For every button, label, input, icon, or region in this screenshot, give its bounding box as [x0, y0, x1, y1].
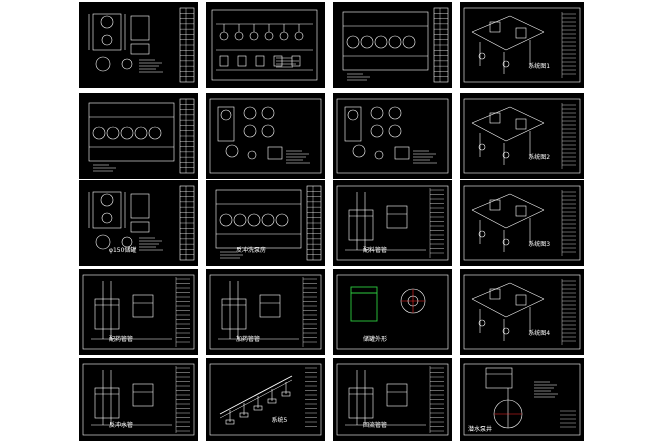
- sheet-drawing: [463, 185, 581, 261]
- sheet-caption: 系统5: [271, 416, 288, 424]
- sheet-caption: φ150储罐: [109, 247, 137, 254]
- drawing-sheet-r2c2[interactable]: [206, 93, 325, 179]
- drawing-sheet-r3c2[interactable]: 反冲洗泵房: [206, 180, 325, 266]
- sheet-caption: 储罐外形: [363, 336, 388, 343]
- sheet-caption: 系统图4: [528, 329, 551, 337]
- drawing-sheet-r2c4[interactable]: 系统图2: [460, 93, 584, 179]
- sheet-drawing: [336, 98, 449, 174]
- drawing-sheet-r2c1[interactable]: [79, 93, 198, 179]
- sheet-caption: 回流管管: [363, 422, 388, 429]
- sheet-caption: 反冲洗泵房: [236, 247, 267, 254]
- sheet-caption: 系统图1: [528, 62, 551, 70]
- sheet-drawing: [88, 98, 195, 174]
- sheet-drawing: [88, 7, 195, 83]
- sheet-drawing: [209, 98, 322, 174]
- sheet-drawing: [336, 185, 449, 261]
- sheet-caption: 配药管管: [109, 336, 134, 343]
- sheet-caption: 系统图2: [528, 153, 551, 161]
- drawing-sheet-r4c1[interactable]: 配药管管: [79, 269, 198, 355]
- sheet-caption: 反冲水管: [109, 422, 134, 429]
- sheet-drawing: [82, 274, 195, 350]
- drawing-sheet-r1c4[interactable]: 系统图1: [460, 2, 584, 88]
- sheet-drawing: [336, 274, 449, 350]
- sheet-drawing: [88, 185, 195, 261]
- sheet-drawing: [342, 7, 449, 83]
- drawing-sheet-r4c2[interactable]: 加药管管: [206, 269, 325, 355]
- sheet-drawing: [463, 363, 581, 436]
- drawing-sheet-r4c3[interactable]: 储罐外形: [333, 269, 452, 355]
- sheet-drawing: [82, 363, 195, 436]
- drawing-sheet-r1c2[interactable]: [206, 2, 325, 88]
- drawing-sheet-r5c4[interactable]: 潜水泵井: [460, 358, 584, 441]
- sheet-drawing: [336, 363, 449, 436]
- sheet-drawing: [463, 98, 581, 174]
- drawing-sheet-r5c1[interactable]: 反冲水管: [79, 358, 198, 441]
- drawing-sheet-r1c1[interactable]: [79, 2, 198, 88]
- sheet-drawing: [209, 363, 322, 436]
- drawing-sheet-r3c3[interactable]: 配料管管: [333, 180, 452, 266]
- drawing-sheet-r3c1[interactable]: φ150储罐: [79, 180, 198, 266]
- sheet-drawing: [463, 274, 581, 350]
- sheet-caption: 系统图3: [528, 240, 551, 248]
- sheet-caption: 潜水泵井: [468, 426, 493, 433]
- sheet-caption: 配料管管: [363, 247, 388, 254]
- sheet-caption: 加药管管: [236, 336, 261, 343]
- drawing-sheet-r5c3[interactable]: 回流管管: [333, 358, 452, 441]
- drawing-sheet-r4c4[interactable]: 系统图4: [460, 269, 584, 355]
- drawing-sheet-r2c3[interactable]: [333, 93, 452, 179]
- sheet-drawing: [209, 274, 322, 350]
- sheet-drawing: [463, 7, 581, 83]
- drawing-sheet-r5c2[interactable]: 系统5: [206, 358, 325, 441]
- drawing-sheet-r3c4[interactable]: 系统图3: [460, 180, 584, 266]
- sheet-drawing: [215, 185, 322, 261]
- drawing-sheet-r1c3[interactable]: [333, 2, 452, 88]
- sheet-drawing: [211, 9, 318, 81]
